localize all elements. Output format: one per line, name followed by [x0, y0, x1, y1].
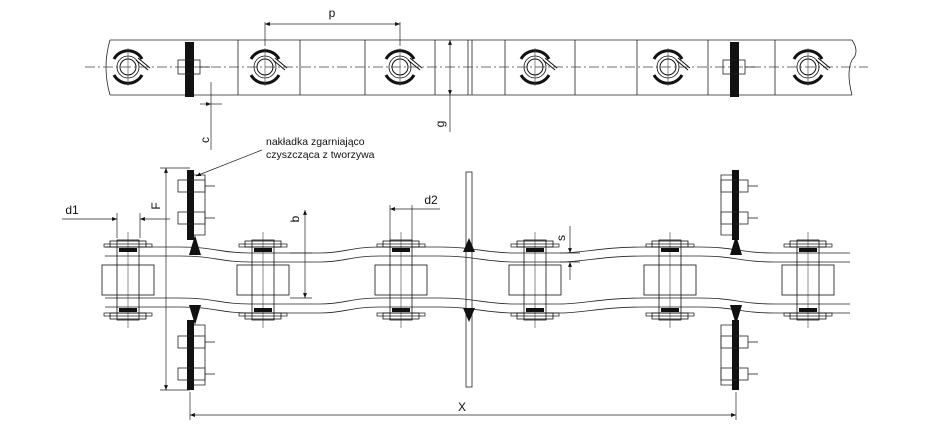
- dimension-X-label: X: [458, 400, 466, 414]
- dimension-s-label: s: [554, 235, 568, 241]
- top-pin-symbol: [112, 48, 151, 86]
- middle-plate: [465, 171, 473, 388]
- side-pin-assembly: [643, 232, 697, 328]
- side-pin-assembly: [101, 232, 155, 328]
- top-pins: [112, 48, 831, 86]
- dimension-F-label: F: [149, 202, 163, 209]
- annotation-line-1: nakładka zgarniająco: [266, 136, 365, 148]
- top-pin-symbol: [792, 48, 831, 86]
- annotation-line-2: czyszcząca z tworzywa: [266, 149, 375, 161]
- side-pin-assembly: [374, 232, 428, 328]
- top-view: p c g: [85, 6, 868, 150]
- side-pins: [101, 232, 835, 328]
- side-pin-assembly: [781, 232, 835, 328]
- top-pin-symbol: [519, 48, 558, 86]
- top-pin-symbol: [249, 48, 288, 86]
- scraper-left: [177, 170, 215, 390]
- top-scraper-plate-right: [730, 42, 739, 97]
- top-scraper-plate-left: [185, 42, 194, 97]
- dimension-b-label: b: [288, 215, 302, 222]
- dimension-c-label: c: [198, 137, 212, 143]
- dimension-g-label: g: [433, 121, 447, 128]
- side-pin-assembly: [236, 232, 290, 328]
- side-pin-assembly: [508, 232, 562, 328]
- top-pin-symbol: [652, 48, 691, 86]
- scraper-right: [720, 170, 758, 390]
- side-view: F d1 d2 b s X nakładka zgarniająco czysz…: [62, 136, 850, 420]
- top-pin-symbol: [384, 48, 423, 86]
- dimension-d2-label: d2: [424, 193, 438, 207]
- dimension-d1-label: d1: [65, 203, 79, 217]
- dimension-p-label: p: [329, 6, 336, 20]
- top-bolts: [177, 59, 755, 75]
